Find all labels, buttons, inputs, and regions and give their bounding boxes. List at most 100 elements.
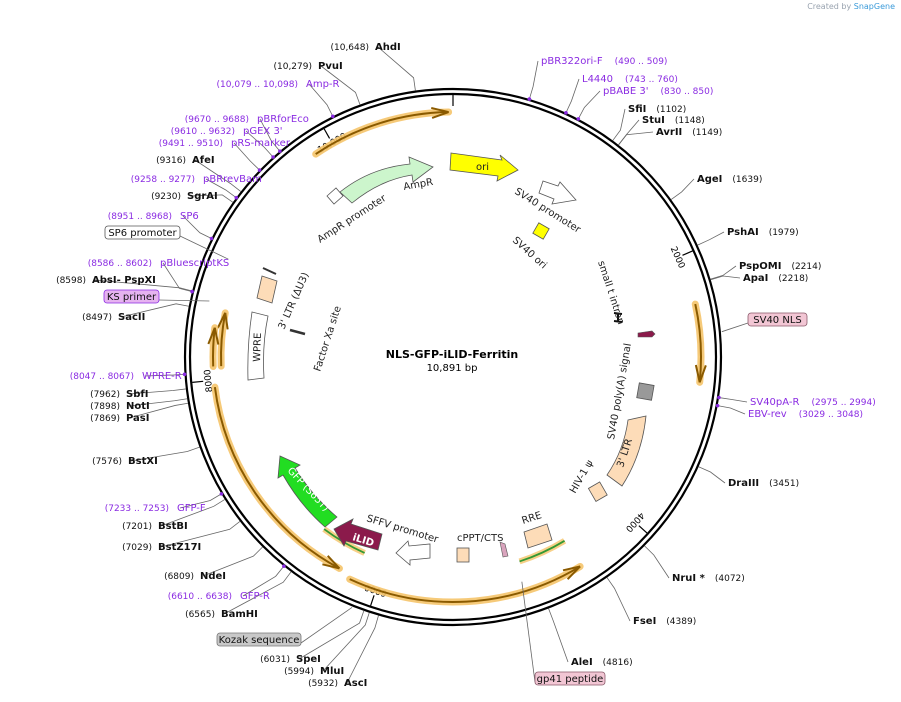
site-label[interactable]: AbsI - PspXI(8598)	[56, 275, 156, 286]
site-leader	[194, 159, 242, 192]
primer-leader	[179, 493, 222, 509]
primer-leader	[144, 373, 185, 377]
boxed-label-leader	[521, 581, 536, 683]
site-position: (4072)	[715, 574, 745, 584]
boxed-label[interactable]: Kozak sequence	[216, 607, 353, 647]
primer-label[interactable]: pRS-marker(9491 .. 9510)	[159, 138, 291, 149]
site-name: NruI *	[672, 573, 706, 584]
feature-3ltr-du3-label: 3' LTR (ΔU3)	[277, 271, 312, 331]
boxed-label[interactable]: KS primer	[103, 289, 210, 304]
primer-label[interactable]: GFP-F(7233 .. 7253)	[105, 503, 206, 514]
orf-arc-glow	[312, 108, 453, 158]
feature-rre[interactable]: RRE	[521, 510, 553, 549]
primer-leader	[565, 78, 580, 114]
site-position: (1639)	[732, 175, 762, 185]
site-label[interactable]: BstXI(7576)	[92, 456, 158, 467]
primer-label[interactable]: pBRrevBam(9258 .. 9277)	[131, 174, 262, 185]
site-name: AleI	[571, 657, 593, 668]
site-label[interactable]: AhdI(10,648)	[330, 42, 400, 53]
boxed-label[interactable]: gp41 peptide	[521, 581, 606, 686]
plasmid-size: 10,891 bp	[427, 363, 478, 374]
primer-label[interactable]: L4440(743 .. 760)	[582, 74, 678, 85]
site-label[interactable]: AvrII(1149)	[656, 127, 722, 138]
site-label[interactable]: PasI(7869)	[90, 413, 149, 424]
boxed-label[interactable]: SP6 promoter	[104, 225, 229, 260]
site-label[interactable]: SpeI(6031)	[260, 654, 321, 665]
boxed-label-text: Kozak sequence	[219, 635, 300, 646]
boxed-label[interactable]: SV40 NLS	[721, 312, 808, 333]
orf-arc	[349, 565, 581, 603]
site-position: (2218)	[778, 274, 808, 284]
primer-position: (830 .. 850)	[661, 87, 714, 97]
feature-factor-xa[interactable]: Factor Xa site	[289, 305, 344, 373]
site-label[interactable]: PspOMI(2214)	[739, 261, 821, 272]
primer-position: (8047 .. 8067)	[70, 372, 134, 382]
primer-leader	[233, 142, 260, 171]
site-label[interactable]: BamHI(6565)	[185, 609, 258, 620]
primer-label[interactable]: Amp-R(10,079 .. 10,098)	[217, 79, 340, 90]
site-label[interactable]: AscI(5932)	[308, 678, 367, 689]
site-name: PspOMI	[739, 261, 781, 272]
feature-ori[interactable]: ori	[449, 152, 519, 182]
primer-label[interactable]: pBRforEco(9670 .. 9688)	[185, 114, 309, 125]
primer-label[interactable]: SV40pA-R(2975 .. 2994)	[750, 397, 876, 408]
primer-label[interactable]: pBABE 3'(830 .. 850)	[603, 86, 713, 97]
feature-3ltr[interactable]: 3' LTR	[606, 415, 647, 487]
primer-label[interactable]: pGEX 3'(9610 .. 9632)	[171, 126, 283, 137]
feature-wpre[interactable]: WPRE	[247, 311, 269, 381]
primer-label[interactable]: pBR322ori-F(490 .. 509)	[541, 56, 667, 67]
feature-wpre-label: WPRE	[252, 333, 264, 363]
primer-position: (9258 .. 9277)	[131, 175, 195, 185]
site-label[interactable]: SbfI(7962)	[90, 389, 148, 400]
primer-name: WPRE-R	[142, 371, 182, 382]
primer-label[interactable]: WPRE-R (8047 .. 8067)	[70, 371, 182, 382]
feature-ampr[interactable]: AmpR	[339, 156, 434, 204]
primer-labels: pBR322ori-F(490 .. 509) L4440(743 .. 760)…	[70, 56, 876, 602]
site-label[interactable]: PvuI(10,279)	[273, 61, 342, 72]
site-label[interactable]: SfiI(1102)	[628, 104, 686, 115]
primer-label[interactable]: pBluescriptKS(8586 .. 8602)	[88, 258, 230, 269]
site-label[interactable]: AgeI(1639)	[697, 174, 762, 185]
feature-cppt[interactable]: cPPT/CTS	[456, 533, 509, 563]
feature-ori-label: ori	[476, 162, 489, 173]
backbone-inner	[188, 92, 718, 622]
site-position: (6565)	[185, 610, 215, 620]
feature-gfp[interactable]: GFP (S65T)	[277, 455, 338, 528]
site-label[interactable]: AfeI(9316)	[156, 155, 215, 166]
site-label[interactable]: MluI(5994)	[284, 666, 344, 677]
site-label[interactable]: SacII(8497)	[82, 312, 145, 323]
site-label[interactable]: BstBI(7201)	[122, 521, 188, 532]
site-label[interactable]: NdeI(6809)	[164, 571, 226, 582]
primer-label[interactable]: GFP-R(6610 .. 6638)	[168, 591, 270, 602]
boxed-label-leader	[179, 235, 229, 260]
site-leader	[670, 178, 695, 200]
site-leader	[612, 108, 626, 141]
site-label[interactable]: StuI(1148)	[642, 115, 705, 126]
site-label[interactable]: NotI(7898)	[90, 401, 150, 412]
primer-position: (490 .. 509)	[615, 57, 668, 67]
site-leader	[322, 612, 370, 672]
site-label[interactable]: AleI(4816)	[571, 657, 633, 668]
feature-small-t-intron[interactable]: small t intron	[595, 260, 626, 326]
site-leader	[130, 446, 200, 462]
site-label[interactable]: FseI(4389)	[633, 616, 696, 627]
primer-leader	[205, 178, 237, 198]
primer-marker	[330, 114, 335, 119]
primer-marker	[564, 111, 568, 115]
feature-hiv1-psi[interactable]: HIV-1 ψ	[568, 458, 608, 502]
site-label[interactable]: PshAI(1979)	[727, 227, 799, 238]
site-label[interactable]: NruI * (4072)	[672, 573, 745, 584]
site-label[interactable]: BstZ17I(7029)	[122, 542, 201, 553]
feature-sv40-ori[interactable]: SV40 ori	[510, 222, 550, 272]
primer-label[interactable]: EBV-rev(3029 .. 3048)	[748, 409, 863, 420]
orf-arrowhead	[216, 312, 229, 330]
site-position: (7576)	[92, 457, 122, 467]
primer-label[interactable]: SP6(8951 .. 8968)	[108, 211, 199, 222]
site-label[interactable]: SgrAI(9230)	[151, 191, 218, 202]
primer-name: pBluescriptKS	[160, 258, 229, 269]
orf-arc-green	[519, 540, 566, 563]
site-label[interactable]: DraIII(3451)	[728, 478, 799, 489]
site-label[interactable]: ApaI(2218)	[743, 273, 808, 284]
primer-marker	[190, 289, 194, 294]
